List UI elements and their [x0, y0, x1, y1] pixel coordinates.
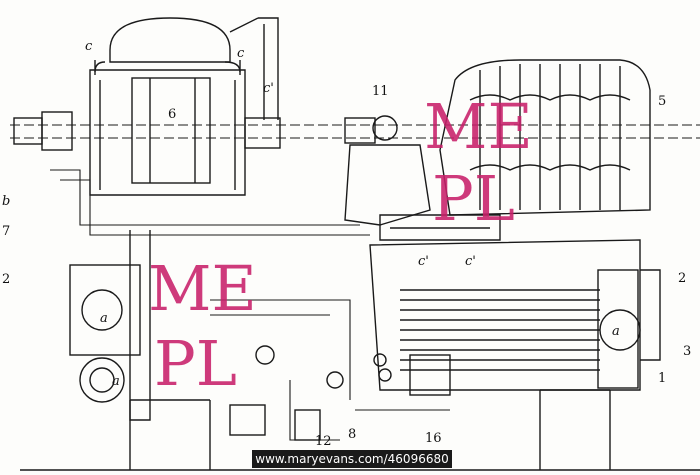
label-7: 7	[2, 224, 10, 239]
label-c-right: c	[237, 46, 245, 61]
label-1: 1	[658, 371, 666, 386]
vertical-pipe	[229, 17, 279, 120]
label-c-prime-mid2: c'	[465, 254, 476, 269]
watermark-top: ME PL	[424, 90, 533, 235]
label-b: b	[2, 194, 10, 209]
label-11: 11	[372, 84, 389, 99]
label-a-left1: a	[100, 311, 108, 326]
top-receiver	[89, 17, 246, 196]
turbine-casing	[439, 59, 651, 216]
steam-chest	[344, 144, 501, 241]
label-a-left2: a	[112, 374, 120, 389]
label-c-prime-top: c'	[263, 81, 274, 96]
auxiliary-equipment	[229, 345, 451, 441]
svg-text:ME: ME	[424, 90, 533, 163]
label-2-right: 2	[678, 271, 686, 286]
left-pumps	[69, 230, 151, 421]
svg-text:PL: PL	[432, 162, 515, 235]
watermark-bottom: ME PL	[148, 252, 257, 400]
label-c-left: c	[85, 39, 93, 54]
foundation	[20, 389, 700, 471]
label-5: 5	[658, 94, 666, 109]
label-3: 3	[683, 344, 691, 359]
svg-text:PL: PL	[154, 327, 237, 400]
label-c-prime-mid1: c'	[418, 254, 429, 269]
label-6: 6	[168, 107, 176, 122]
svg-text:ME: ME	[148, 252, 257, 325]
credit-bar: www.maryevans.com/46096680	[252, 450, 452, 468]
piping	[50, 169, 450, 441]
main-shaft	[10, 111, 700, 151]
label-a-right: a	[612, 324, 620, 339]
label-16: 16	[425, 431, 442, 446]
label-12: 12	[315, 434, 332, 449]
label-2-left: 2	[2, 272, 10, 287]
condenser	[369, 239, 661, 391]
label-8: 8	[348, 427, 356, 442]
